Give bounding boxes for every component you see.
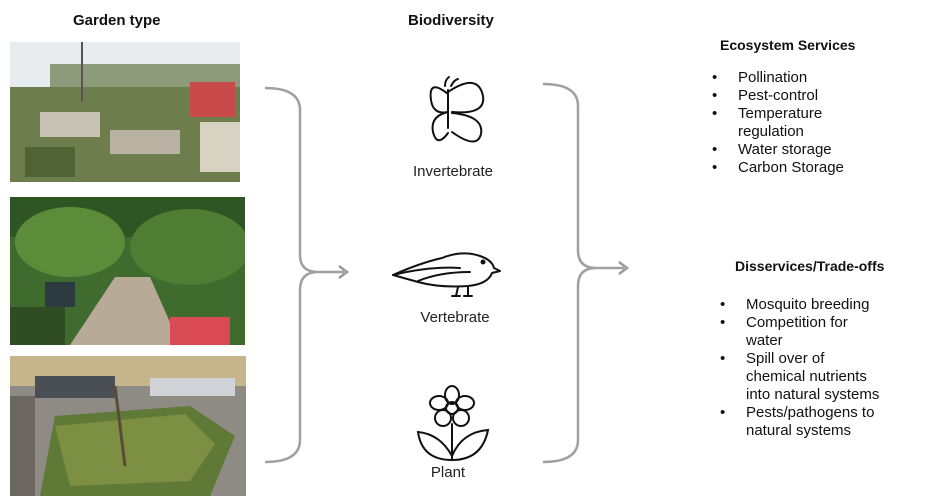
vertebrate-label: Vertebrate: [420, 309, 490, 326]
right-bracket: [542, 82, 597, 464]
butterfly-icon: [429, 76, 485, 143]
flower-icon: [416, 385, 490, 461]
list-item-continuation: chemical nutrients: [746, 368, 867, 385]
ecosystem-services-list: Pollination Pest-control Temperature reg…: [708, 69, 844, 177]
private-garden-photo: [10, 197, 245, 345]
list-item: natural systems: [716, 422, 879, 440]
community-garden-photo: [10, 42, 240, 182]
disservices-list: Mosquito breeding Competition for water …: [716, 296, 879, 440]
list-item: Pests/pathogens to: [716, 404, 879, 422]
garden-type-heading: Garden type: [73, 12, 161, 29]
list-item: Carbon Storage: [708, 159, 844, 177]
arrow-right-icon: [318, 265, 350, 279]
list-item: Pest-control: [708, 87, 844, 105]
list-item: Spill over of: [716, 350, 879, 368]
left-bracket: [264, 86, 319, 464]
arrow-right-icon: [596, 261, 630, 275]
plant-label: Plant: [430, 464, 466, 481]
biodiversity-heading: Biodiversity: [408, 12, 494, 29]
list-item: Temperature: [708, 105, 844, 123]
list-item-continuation: regulation: [738, 123, 804, 140]
list-item: Pollination: [708, 69, 844, 87]
bird-icon: [392, 252, 501, 297]
list-item: Competition for: [716, 314, 879, 332]
ecosystem-services-title: Ecosystem Services: [720, 37, 856, 53]
list-item: into natural systems: [716, 386, 879, 404]
invertebrate-label: Invertebrate: [412, 163, 494, 180]
list-item: chemical nutrients: [716, 368, 879, 386]
list-item-continuation: into natural systems: [746, 386, 880, 403]
list-item-continuation: natural systems: [746, 422, 852, 439]
list-item: regulation: [708, 123, 844, 141]
disservices-title: Disservices/Trade-offs: [735, 258, 885, 274]
list-item: Mosquito breeding: [716, 296, 879, 314]
list-item-continuation: water: [746, 332, 783, 349]
list-item: water: [716, 332, 879, 350]
list-item: Water storage: [708, 141, 844, 159]
street-garden-photo: [10, 356, 246, 496]
